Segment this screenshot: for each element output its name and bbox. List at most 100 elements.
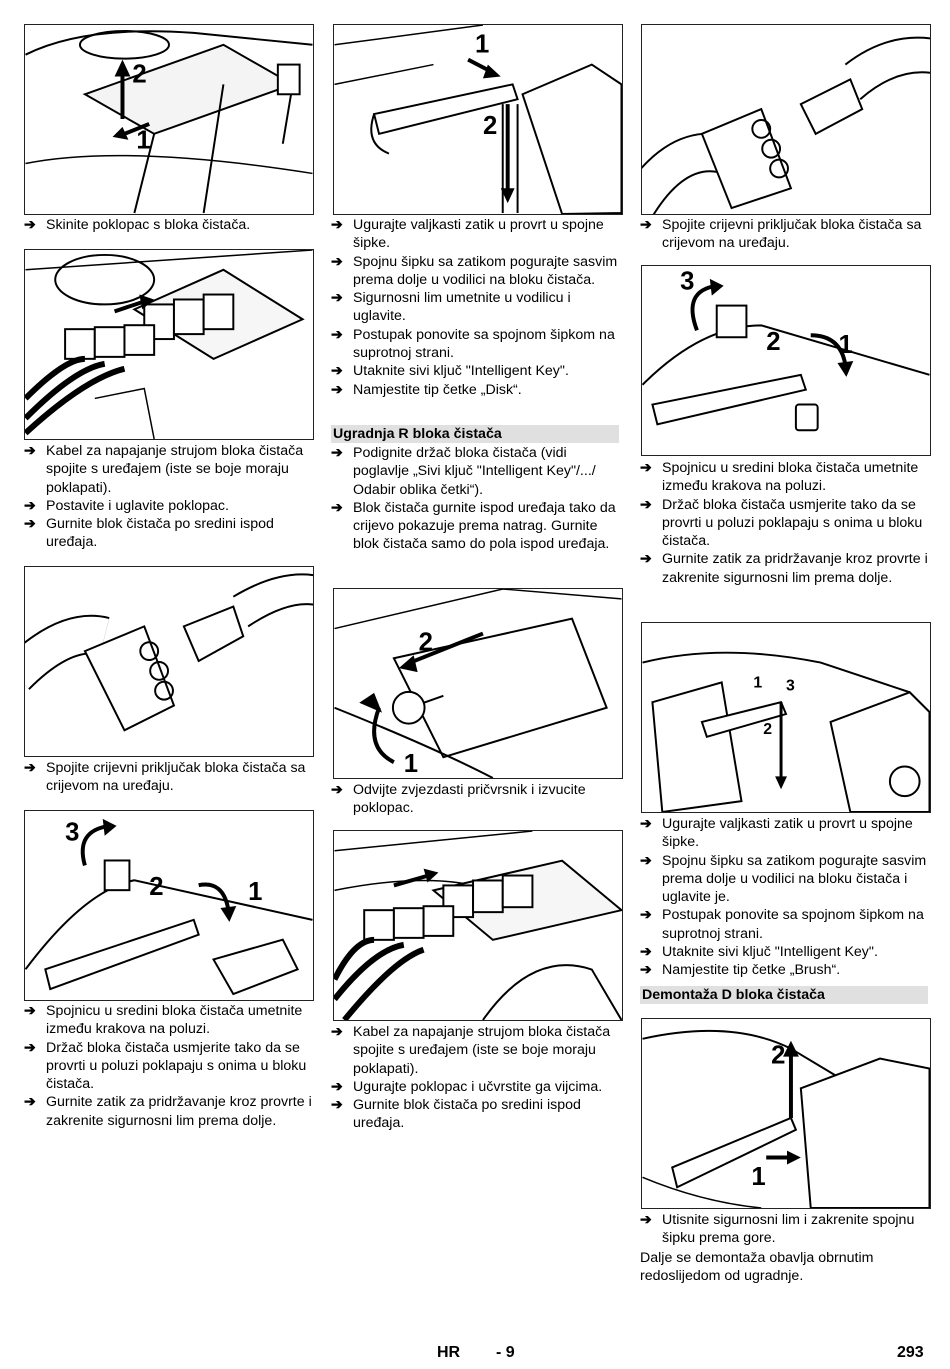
- figure-label: 2: [483, 112, 497, 140]
- figure-label: 3: [786, 677, 795, 694]
- arrow-right-icon: ➔: [24, 217, 36, 233]
- arrow-right-icon: ➔: [640, 551, 652, 568]
- figure-label: 1: [751, 1163, 765, 1191]
- list-item: ➔Spojite crijevni priključak bloka čista…: [640, 217, 922, 252]
- instruction-list: ➔Ugurajte valjkasti zatik u provrt u spo…: [640, 815, 932, 980]
- arrow-right-icon: ➔: [640, 816, 652, 832]
- list-item: ➔Spojnu šipku sa zatikom pogurajte sasvi…: [331, 253, 618, 288]
- figure-label: 1: [404, 750, 418, 778]
- figure-label: 2: [766, 328, 780, 356]
- figure-disassembly: 2 1: [641, 1018, 931, 1209]
- arrow-right-icon: ➔: [640, 496, 652, 513]
- figure-label: 3: [680, 268, 694, 296]
- list-item: ➔Držač bloka čistača usmjerite tako da s…: [24, 1039, 307, 1093]
- instruction-list: ➔Ugurajte valjkasti zatik u provrt u spo…: [331, 216, 623, 399]
- list-item: ➔Gurnite blok čistača po sredini ispod u…: [331, 1097, 581, 1132]
- list-item: ➔Ugurajte poklopac i učvrstite ga vijcim…: [331, 1078, 603, 1095]
- instruction-list: ➔Spojnicu u sredini bloka čistača umetni…: [640, 459, 932, 587]
- arrow-right-icon: ➔: [24, 1094, 36, 1111]
- arrow-right-icon: ➔: [24, 443, 36, 459]
- list-item: ➔Kabel za napajanje strujom bloka čistač…: [24, 443, 304, 496]
- arrow-right-icon: ➔: [331, 445, 343, 461]
- list-item: ➔Namjestite tip četke „Disk“.: [331, 381, 522, 398]
- arrow-right-icon: ➔: [331, 1024, 343, 1040]
- arrow-right-icon: ➔: [24, 1003, 36, 1019]
- figure-pin-rod: 1 2: [333, 24, 623, 215]
- arrow-right-icon: ➔: [640, 962, 652, 979]
- arrow-right-icon: ➔: [331, 253, 343, 270]
- arrow-right-icon: ➔: [640, 907, 652, 924]
- list-item: ➔Blok čistača gurnite ispod uređaja tako…: [331, 499, 616, 553]
- list-item: ➔Spojite crijevni priključak bloka čista…: [24, 760, 306, 795]
- list-item: ➔Spojnicu u sredini bloka čistača umetni…: [640, 460, 919, 495]
- arrow-right-icon: ➔: [640, 217, 652, 233]
- instruction-list: ➔Podignite držač bloka čistača (vidi pog…: [331, 444, 623, 554]
- instruction-list: ➔Kabel za napajanje strujom bloka čistač…: [24, 442, 316, 552]
- arrow-right-icon: ➔: [331, 326, 343, 343]
- figure-star-knob: 2 1: [333, 588, 623, 779]
- figure-label: 2: [419, 628, 433, 656]
- arrow-right-icon: ➔: [640, 852, 652, 869]
- instruction-list: ➔Odvijte zvjezdasti pričvrsnik i izvucit…: [331, 781, 623, 818]
- figure-connect-cable: [24, 249, 314, 440]
- list-item: ➔Gurnite zatik za pridržavanje kroz prov…: [640, 551, 928, 586]
- figure-lever-mount: 3 2 1: [24, 810, 314, 1001]
- arrow-right-icon: ➔: [331, 1097, 343, 1114]
- section-heading: Ugradnja R bloka čistača: [331, 425, 619, 443]
- figure-label: 2: [771, 1042, 785, 1070]
- footer-page-number: 293: [897, 1344, 924, 1361]
- figure-label: 1: [753, 674, 762, 691]
- figure-label: 1: [838, 331, 852, 359]
- arrow-right-icon: ➔: [331, 499, 343, 516]
- instruction-list: ➔Utisnite sigurnosni lim i zakrenite spo…: [640, 1211, 932, 1248]
- list-item: ➔Ugurajte valjkasti zatik u provrt u spo…: [331, 217, 604, 252]
- arrow-right-icon: ➔: [24, 497, 36, 514]
- arrow-right-icon: ➔: [24, 516, 36, 533]
- list-item: ➔Podignite držač bloka čistača (vidi pog…: [331, 445, 596, 498]
- list-item: ➔Skinite poklopac s bloka čistača.: [24, 217, 251, 233]
- list-item: ➔Postupak ponovite sa spojnom šipkom na …: [331, 326, 615, 362]
- figure-pin-rod-2: 1 3 2: [641, 622, 931, 813]
- figure-label: 3: [65, 819, 79, 847]
- footer-page-section: - 9: [496, 1344, 515, 1361]
- list-item: ➔Namjestite tip četke „Brush“.: [640, 962, 841, 979]
- instruction-list: ➔Spojite crijevni priključak bloka čista…: [640, 216, 932, 253]
- list-item: ➔Gurnite zatik za pridržavanje kroz prov…: [24, 1094, 312, 1129]
- list-item: ➔Ugurajte valjkasti zatik u provrt u spo…: [640, 816, 913, 851]
- list-item: ➔Sigurnosni lim umetnite u vodilicu i ug…: [331, 290, 571, 325]
- figure-label: 1: [248, 878, 262, 906]
- figure-label: 1: [475, 31, 489, 59]
- instruction-list: ➔Spojnicu u sredini bloka čistača umetni…: [24, 1002, 316, 1130]
- arrow-right-icon: ➔: [331, 217, 343, 233]
- footer-language: HR: [437, 1344, 461, 1361]
- list-item: ➔Utaknite sivi ključ "Intelligent Key".: [331, 363, 569, 380]
- arrow-right-icon: ➔: [331, 381, 343, 398]
- figure-remove-cover: 2 1: [24, 24, 314, 215]
- list-item: ➔Odvijte zvjezdasti pričvrsnik i izvucit…: [331, 782, 586, 817]
- figure-label: 1: [136, 127, 150, 155]
- arrow-right-icon: ➔: [331, 290, 343, 307]
- list-item: ➔Spojnicu u sredini bloka čistača umetni…: [24, 1003, 303, 1038]
- figure-hose-coupling: [24, 566, 314, 757]
- list-item: ➔Postavite i uglavite poklopac.: [24, 497, 229, 514]
- arrow-right-icon: ➔: [331, 782, 343, 798]
- arrow-right-icon: ➔: [331, 1078, 343, 1095]
- arrow-right-icon: ➔: [640, 944, 652, 961]
- list-item: ➔Postupak ponovite sa spojnom šipkom na …: [640, 907, 924, 942]
- list-item: ➔Kabel za napajanje strujom bloka čistač…: [331, 1024, 611, 1077]
- closing-note: Dalje se demontaža obavlja obrnutim redo…: [640, 1250, 874, 1285]
- list-item: ➔Gurnite blok čistača po sredini ispod u…: [24, 516, 274, 551]
- instruction-list: ➔Spojite crijevni priključak bloka čista…: [24, 759, 316, 796]
- instruction-list: ➔Kabel za napajanje strujom bloka čistač…: [331, 1023, 623, 1133]
- section-heading: Demontaža D bloka čistača: [640, 986, 928, 1004]
- list-item: ➔Spojnu šipku sa zatikom pogurajte sasvi…: [640, 852, 927, 906]
- arrow-right-icon: ➔: [331, 363, 343, 380]
- figure-hose-coupling-2: [641, 24, 931, 215]
- figure-cable-connector: [333, 830, 623, 1021]
- list-item: ➔Držač bloka čistača usmjerite tako da s…: [640, 496, 923, 550]
- arrow-right-icon: ➔: [640, 1212, 652, 1228]
- figure-label: 2: [763, 721, 772, 738]
- arrow-right-icon: ➔: [24, 1039, 36, 1056]
- list-item: ➔Utaknite sivi ključ "Intelligent Key".: [640, 944, 878, 961]
- arrow-right-icon: ➔: [640, 460, 652, 476]
